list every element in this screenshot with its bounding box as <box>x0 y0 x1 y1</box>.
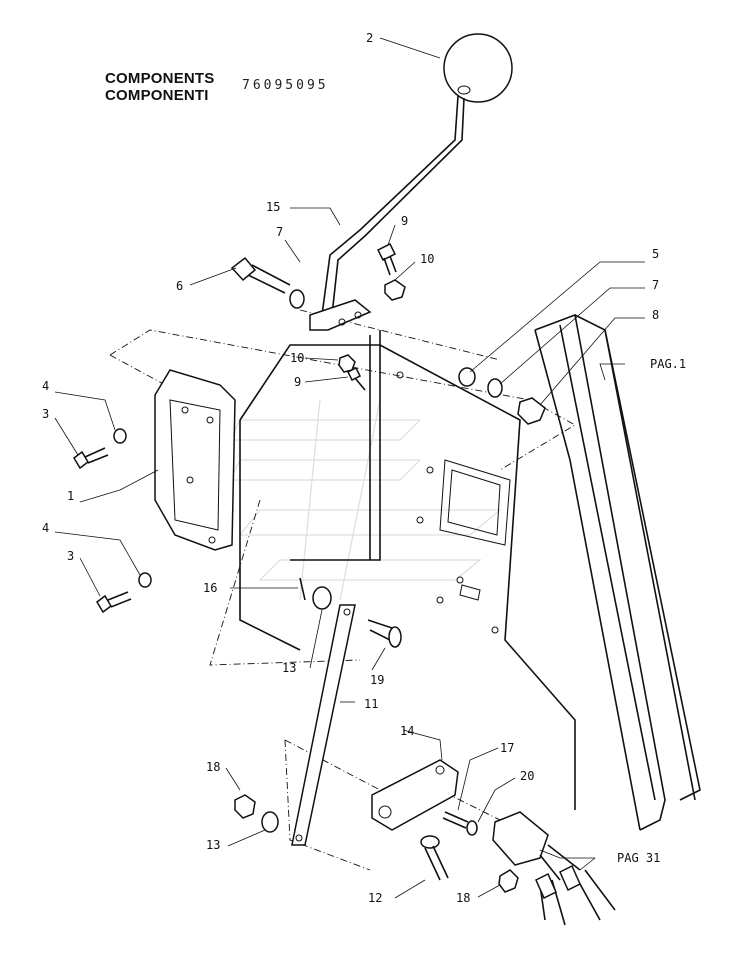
bolt-9 <box>346 366 366 391</box>
clevis-pin-19 <box>367 619 402 648</box>
washer-20 <box>466 820 478 836</box>
callout-18b: 18 <box>456 891 470 905</box>
callout-11: 11 <box>364 697 378 711</box>
screw-12 <box>420 835 449 881</box>
part-number: 76095095 <box>242 78 329 93</box>
washer-7 <box>289 289 305 309</box>
callout-4b: 4 <box>42 521 49 535</box>
callout-14: 14 <box>400 724 414 738</box>
callout-pag1: PAG.1 <box>650 357 686 371</box>
callout-9: 9 <box>401 214 408 228</box>
frame-rails <box>534 313 701 831</box>
clevis-14 <box>371 759 459 831</box>
callout-17: 17 <box>500 741 514 755</box>
callout-6: 6 <box>176 279 183 293</box>
control-module <box>154 369 236 551</box>
bolt-6 <box>230 256 291 294</box>
title-componenti: COMPONENTI <box>105 87 209 104</box>
gear-lever <box>309 95 465 331</box>
callout-1: 1 <box>67 489 74 503</box>
mounting-plate <box>239 330 576 810</box>
watermark-logo <box>229 399 502 601</box>
washer-13 <box>312 586 332 610</box>
callout-3: 3 <box>42 407 49 421</box>
callout-19: 19 <box>370 673 384 687</box>
gear-knob <box>443 33 513 103</box>
washer-4-upper <box>113 428 127 444</box>
callout-18: 18 <box>206 760 220 774</box>
callout-7b: 7 <box>652 278 659 292</box>
title-components: COMPONENTS <box>105 70 215 87</box>
callout-12: 12 <box>368 891 382 905</box>
nut-10-top <box>384 279 406 301</box>
callout-7: 7 <box>276 225 283 239</box>
split-pin-16 <box>299 577 306 601</box>
callout-13b: 13 <box>206 838 220 852</box>
callout-10: 10 <box>420 252 434 266</box>
washer-4-lower <box>138 572 152 588</box>
washer-5 <box>458 367 476 387</box>
screw-3-upper <box>73 447 109 470</box>
callout-labels: 2 15 7 6 9 10 5 7 8 PAG.1 10 9 4 3 1 4 3… <box>42 31 686 905</box>
washer-13-lower <box>261 811 279 833</box>
callout-pag31: PAG 31 <box>617 851 660 865</box>
callout-9b: 9 <box>294 375 301 389</box>
link-rod-11 <box>291 604 356 846</box>
screw-3-lower <box>96 591 132 614</box>
callout-20: 20 <box>520 769 534 783</box>
leader-lines <box>54 37 645 899</box>
callout-16: 16 <box>203 581 217 595</box>
callout-5: 5 <box>652 247 659 261</box>
callout-3b: 3 <box>67 549 74 563</box>
callout-15: 15 <box>266 200 280 214</box>
callout-4: 4 <box>42 379 49 393</box>
callout-10b: 10 <box>290 351 304 365</box>
callout-2: 2 <box>366 31 373 45</box>
switch-sensor <box>492 811 616 926</box>
nut-18-upper <box>234 794 256 819</box>
washer-7b <box>487 378 503 398</box>
bolt-9-top <box>376 242 397 276</box>
nut-18-lower <box>498 869 519 893</box>
nut-8 <box>517 397 546 425</box>
callout-8: 8 <box>652 308 659 322</box>
callout-13: 13 <box>282 661 296 675</box>
screw-17 <box>442 811 469 829</box>
